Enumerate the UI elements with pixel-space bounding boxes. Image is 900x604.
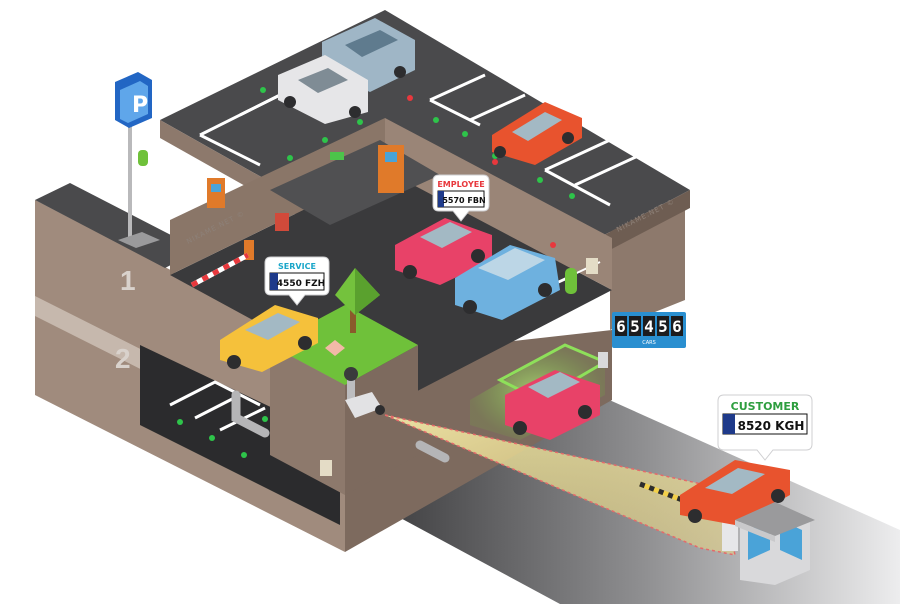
scanner-device bbox=[598, 352, 608, 368]
counter-digit-box bbox=[615, 316, 627, 336]
wall-panel-right bbox=[586, 258, 598, 274]
counter-digit: 4 bbox=[644, 317, 654, 336]
occupied-sensors bbox=[407, 95, 556, 248]
service-label: SERVICE bbox=[278, 262, 316, 271]
counter-digit: 6 bbox=[672, 317, 682, 336]
ticket-machine-roof bbox=[378, 145, 404, 193]
counter-digit-box bbox=[629, 316, 641, 336]
vehicle-tags: EMPLOYEE 5570 FBN SERVICE 4550 FZH CUSTOMER 8… bbox=[264, 174, 813, 461]
customer-label: CUSTOMER bbox=[731, 400, 800, 413]
taxi-car bbox=[220, 305, 318, 372]
wall-panel-front bbox=[320, 460, 332, 476]
guard-booth bbox=[735, 502, 815, 585]
counter-digit: 5 bbox=[630, 317, 640, 336]
security-camera bbox=[344, 367, 385, 418]
middle-barrier bbox=[190, 240, 254, 288]
counter-caption: CARS bbox=[642, 340, 656, 346]
rooftop-car-white bbox=[278, 55, 368, 124]
customer-plate: 8520 KGH bbox=[738, 419, 805, 433]
planter-grass bbox=[270, 305, 418, 385]
employee-label: EMPLOYEE bbox=[437, 180, 484, 189]
lower-pipes bbox=[231, 390, 450, 463]
employee-car bbox=[395, 218, 492, 285]
service-tag: SERVICE 4550 FZH bbox=[264, 256, 330, 306]
counter-digit: 5 bbox=[658, 317, 668, 336]
eu-plate-band bbox=[438, 191, 444, 207]
parking-sensors bbox=[177, 87, 575, 458]
eu-plate-band bbox=[270, 273, 278, 290]
camera-beam bbox=[384, 414, 736, 556]
suv-blue bbox=[455, 245, 560, 320]
ticket-machine-left bbox=[207, 178, 225, 208]
planter-tree bbox=[325, 268, 380, 356]
counter-digit: 6 bbox=[616, 317, 626, 336]
employee-plate: 5570 FBN bbox=[442, 196, 485, 205]
small-tree-icon bbox=[138, 150, 148, 166]
parking-sign: P bbox=[115, 72, 160, 248]
green-sign bbox=[330, 152, 344, 160]
eu-plate-band bbox=[723, 414, 735, 434]
level-2-label: 2 bbox=[115, 343, 131, 374]
wall-panel-red bbox=[275, 213, 289, 231]
parking-letter: P bbox=[132, 93, 148, 118]
customer-tag: CUSTOMER 8520 KGH bbox=[717, 394, 813, 461]
counter-digit-box bbox=[643, 316, 655, 336]
level-1-label: 1 bbox=[120, 265, 136, 296]
service-plate: 4550 FZH bbox=[277, 279, 325, 289]
small-tree-right bbox=[565, 268, 577, 294]
rooftop-car-orange bbox=[492, 102, 582, 165]
employee-tag: EMPLOYEE 5570 FBN bbox=[432, 174, 490, 222]
counter-digit-box bbox=[657, 316, 669, 336]
counter-digit-box bbox=[671, 316, 683, 336]
scanned-car bbox=[505, 370, 600, 440]
